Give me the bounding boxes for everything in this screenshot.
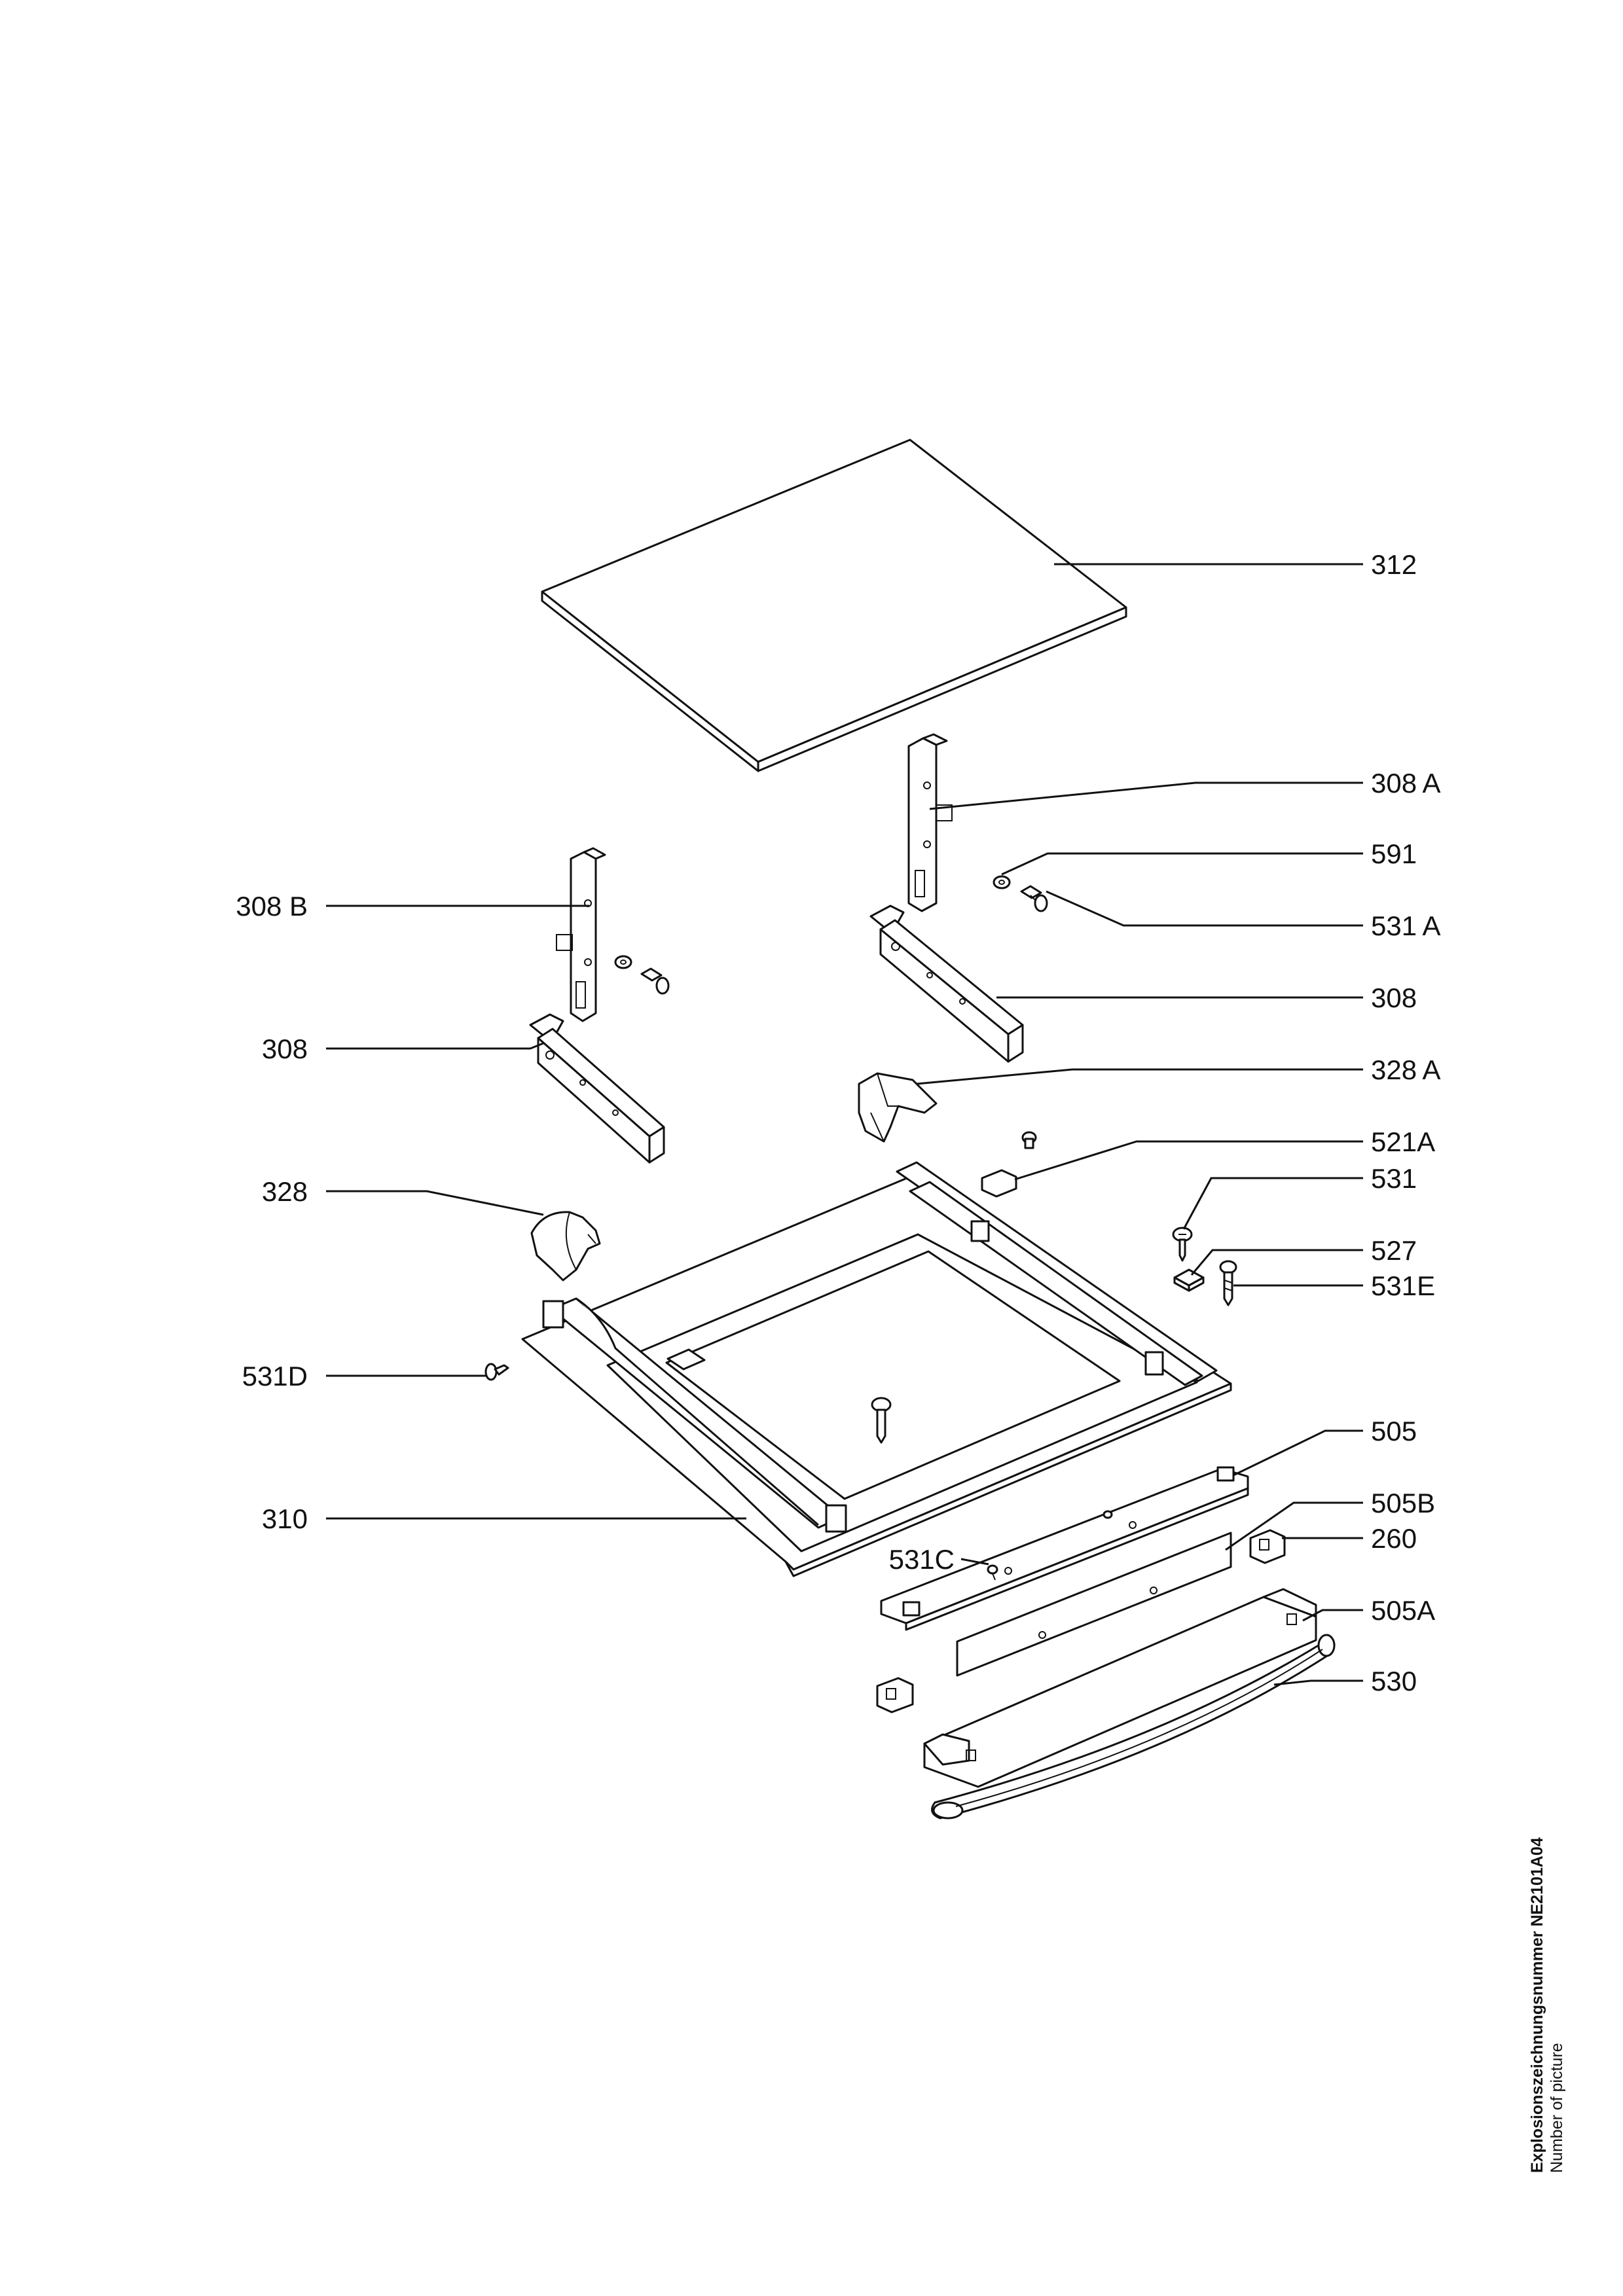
label-310: 310 — [262, 1503, 308, 1534]
label-308-right: 308 — [1371, 982, 1417, 1013]
hinge-arm-308-left — [529, 1013, 665, 1164]
washer-591 — [993, 875, 1011, 889]
screw-531d — [484, 1363, 509, 1381]
label-328a: 328 A — [1371, 1054, 1441, 1085]
label-531: 531 — [1371, 1163, 1417, 1194]
leader-527 — [1190, 1249, 1363, 1276]
leader-531 — [1182, 1177, 1363, 1230]
leader-505 — [1233, 1429, 1363, 1477]
screw-531c — [987, 1564, 998, 1581]
nut-527 — [1173, 1268, 1205, 1292]
leader-505a — [1302, 1609, 1363, 1622]
profile-505 — [880, 1466, 1249, 1631]
label-530: 530 — [1371, 1666, 1417, 1696]
picture-number-caption: Explosionszeichnungsnummer NE2101A04 Num… — [1528, 1837, 1566, 2173]
label-531a: 531 A — [1371, 910, 1441, 941]
handle-support-505a — [923, 1588, 1317, 1788]
label-260: 260 — [1371, 1523, 1417, 1554]
label-527: 527 — [1371, 1235, 1417, 1266]
washer-left — [614, 955, 632, 969]
spacer-521a — [981, 1169, 1017, 1198]
hinge-cover-328 — [530, 1211, 601, 1282]
label-505b: 505B — [1371, 1488, 1435, 1518]
hinge-bracket-308b — [556, 847, 606, 1022]
hinge-cover-328a — [858, 1072, 938, 1143]
glass-panel-312 — [541, 439, 1127, 772]
leader-531a — [1046, 890, 1363, 927]
end-cap-left — [876, 1677, 914, 1713]
label-531e: 531E — [1371, 1270, 1435, 1301]
leader-328 — [326, 1190, 544, 1216]
hinge-bracket-308a — [907, 733, 953, 912]
label-505a: 505A — [1371, 1595, 1435, 1626]
label-531d: 531D — [242, 1361, 308, 1391]
label-531c: 531C — [889, 1544, 955, 1575]
pin-small — [1103, 1510, 1113, 1519]
screw-531e — [1219, 1260, 1237, 1306]
label-308b: 308 B — [236, 891, 308, 922]
label-308a: 308 A — [1371, 768, 1441, 798]
screw-left — [640, 967, 670, 995]
strip-505b — [956, 1532, 1232, 1677]
end-cap-260 — [1249, 1529, 1286, 1564]
label-312: 312 — [1371, 549, 1417, 580]
label-591: 591 — [1371, 838, 1417, 869]
clip-small — [1021, 1131, 1037, 1149]
door-frame-310 — [521, 1161, 1232, 1577]
handle-bar-530 — [931, 1634, 1336, 1820]
label-521a: 521A — [1371, 1126, 1435, 1157]
leader-505b — [1225, 1501, 1363, 1551]
leader-308a — [929, 781, 1363, 810]
caption-number-of-picture: Number of picture — [1548, 2043, 1566, 2173]
caption-picture-number: Explosionszeichnungsnummer NE2101A04 — [1528, 1837, 1546, 2173]
label-308-left: 308 — [262, 1033, 308, 1064]
label-505: 505 — [1371, 1416, 1417, 1446]
part-labels: 312 308 A 591 531 A 308 328 A 521A 531 5… — [236, 549, 1440, 1696]
leader-530 — [1273, 1679, 1363, 1686]
screw-531a — [1020, 885, 1048, 912]
hinge-arm-308-right — [869, 905, 1024, 1063]
leader-531c — [960, 1558, 989, 1566]
label-328: 328 — [262, 1176, 308, 1207]
leader-lines — [326, 563, 1363, 1686]
leader-521a — [1014, 1140, 1363, 1181]
leader-328a — [916, 1068, 1363, 1085]
leader-308-left — [326, 1042, 544, 1050]
leader-591 — [1001, 852, 1363, 876]
screw-531 — [1172, 1227, 1193, 1262]
